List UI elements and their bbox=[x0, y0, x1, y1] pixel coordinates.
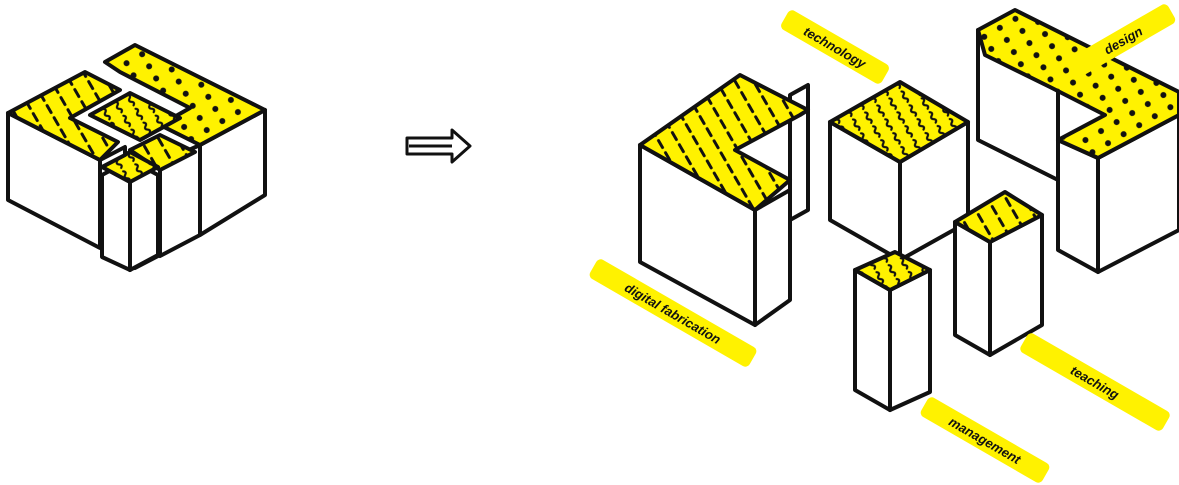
technology-block bbox=[828, 80, 970, 262]
tag-teaching: teaching bbox=[1020, 333, 1170, 431]
design-block bbox=[976, 8, 1179, 274]
transform-arrow-icon bbox=[405, 128, 472, 164]
tag-technology-text: technology bbox=[801, 24, 869, 72]
assembled-block bbox=[6, 43, 267, 272]
tag-management: management bbox=[920, 397, 1050, 483]
assembled-fabrication-piece bbox=[6, 70, 127, 250]
tag-technology: technology bbox=[781, 10, 889, 84]
assembled-technology-piece bbox=[88, 91, 182, 142]
teaching-block bbox=[953, 190, 1044, 357]
tag-management-text: management bbox=[946, 414, 1024, 467]
assembled-management-piece bbox=[100, 150, 160, 272]
management-block bbox=[853, 250, 932, 412]
digital-fabrication-block bbox=[638, 73, 810, 327]
